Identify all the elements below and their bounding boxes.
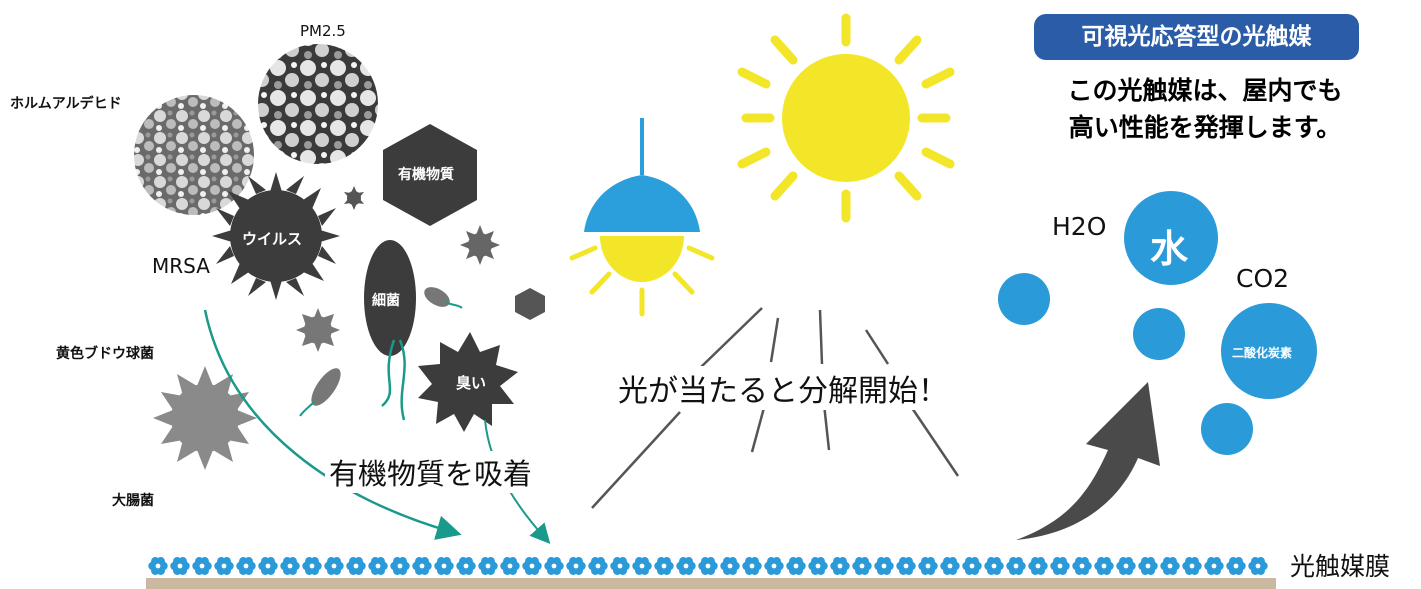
film-flower (148, 557, 168, 575)
small-molecule-3 (1201, 403, 1253, 455)
film-flower (280, 557, 300, 575)
film-flower (390, 557, 410, 575)
mrsa-label: MRSA (152, 254, 210, 278)
film-flower (544, 557, 564, 575)
decompose-label: 光が当たると分解開始！ (614, 366, 952, 410)
adsorb-label: 有機物質を吸着 (325, 451, 537, 493)
lamp-icon (569, 118, 715, 317)
headline-line-2: 高い性能を発揮します。 (1068, 113, 1342, 142)
formaldehyde-label: ホルムアルデヒド (10, 96, 122, 112)
headline: この光触媒は、屋内でも 高い性能を発揮します。 (1040, 72, 1370, 146)
film-flower (676, 557, 696, 575)
sun-icon (737, 13, 955, 223)
small-virus-icon (344, 186, 364, 210)
film-flower (742, 557, 762, 575)
film-flower (786, 557, 806, 575)
carbon-dioxide-label: 二酸化炭素 (1232, 346, 1293, 360)
water-circle (1124, 191, 1218, 285)
film-flower (1094, 557, 1114, 575)
film-flower (654, 557, 674, 575)
film-flower (456, 557, 476, 575)
pm25-label: PM2.5 (300, 22, 346, 40)
film-flower (984, 557, 1004, 575)
small-virus-icon-3 (296, 308, 340, 352)
film-flower (720, 557, 740, 575)
film-flower (1248, 557, 1268, 575)
film-flower (632, 557, 652, 575)
co2-label: CO2 (1236, 264, 1290, 293)
film-flower (1160, 557, 1180, 575)
film-flower (918, 557, 938, 575)
film-flower (1116, 557, 1136, 575)
small-virus-icon-2 (460, 225, 500, 265)
ecoli-label: 大腸菌 (112, 493, 154, 509)
film-flower (566, 557, 586, 575)
staph-label: 黄色ブドウ球菌 (56, 346, 154, 362)
pm25-image (258, 44, 378, 164)
film-flower (874, 557, 894, 575)
film-flower (1138, 557, 1158, 575)
film-flower (962, 557, 982, 575)
h2o-label: H2O (1052, 212, 1107, 241)
film-flower (1050, 557, 1070, 575)
small-molecule-2 (1133, 308, 1185, 360)
virus-icon (212, 172, 340, 300)
film-flower (368, 557, 388, 575)
film-flower (940, 557, 960, 575)
photocatalyst-film (148, 557, 1268, 575)
film-flower (830, 557, 850, 575)
arrow-icon (1016, 382, 1160, 540)
film-flower (434, 557, 454, 575)
film-flower (412, 557, 432, 575)
film-flower (1006, 557, 1026, 575)
film-flower (236, 557, 256, 575)
small-bacteria-icon-2 (311, 368, 341, 406)
film-flower (522, 557, 542, 575)
film-flower (852, 557, 872, 575)
film-flower (698, 557, 718, 575)
film-flower (214, 557, 234, 575)
staph-icon (153, 366, 257, 470)
organic-matter-label: 有機物質 (398, 167, 454, 183)
film-flower (808, 557, 828, 575)
headline-line-1: この光触媒は、屋内でも (1067, 76, 1343, 105)
film-flower (170, 557, 190, 575)
small-bacteria-icon (424, 287, 450, 307)
film-flower (1028, 557, 1048, 575)
film-flower (478, 557, 498, 575)
film-flower (896, 557, 916, 575)
film-flower (192, 557, 212, 575)
small-molecule (998, 273, 1050, 325)
virus-label: ウイルス (242, 230, 303, 248)
film-flower (258, 557, 278, 575)
odor-icon (418, 332, 518, 432)
small-hexagon (515, 288, 545, 320)
film-flower (764, 557, 784, 575)
film-flower (324, 557, 344, 575)
co2-circle (1221, 303, 1317, 399)
title-badge: 可視光応答型の光触媒 (1034, 14, 1359, 60)
film-flower (302, 557, 322, 575)
film-base (146, 578, 1276, 589)
film-flower (1226, 557, 1246, 575)
bacteria-icon (364, 240, 416, 356)
film-flower (610, 557, 630, 575)
film-flower (588, 557, 608, 575)
bacteria-label: 細菌 (372, 293, 400, 309)
water-label: 水 (1150, 227, 1189, 271)
film-flower (346, 557, 366, 575)
film-flower (1204, 557, 1224, 575)
film-flower (1072, 557, 1092, 575)
light-rays (591, 307, 960, 509)
odor-label: 臭い (456, 374, 487, 392)
formaldehyde-image (134, 95, 254, 215)
film-label: 光触媒膜 (1290, 552, 1391, 581)
organic-matter-hexagon (383, 124, 477, 226)
film-flower (1182, 557, 1202, 575)
film-flower (500, 557, 520, 575)
